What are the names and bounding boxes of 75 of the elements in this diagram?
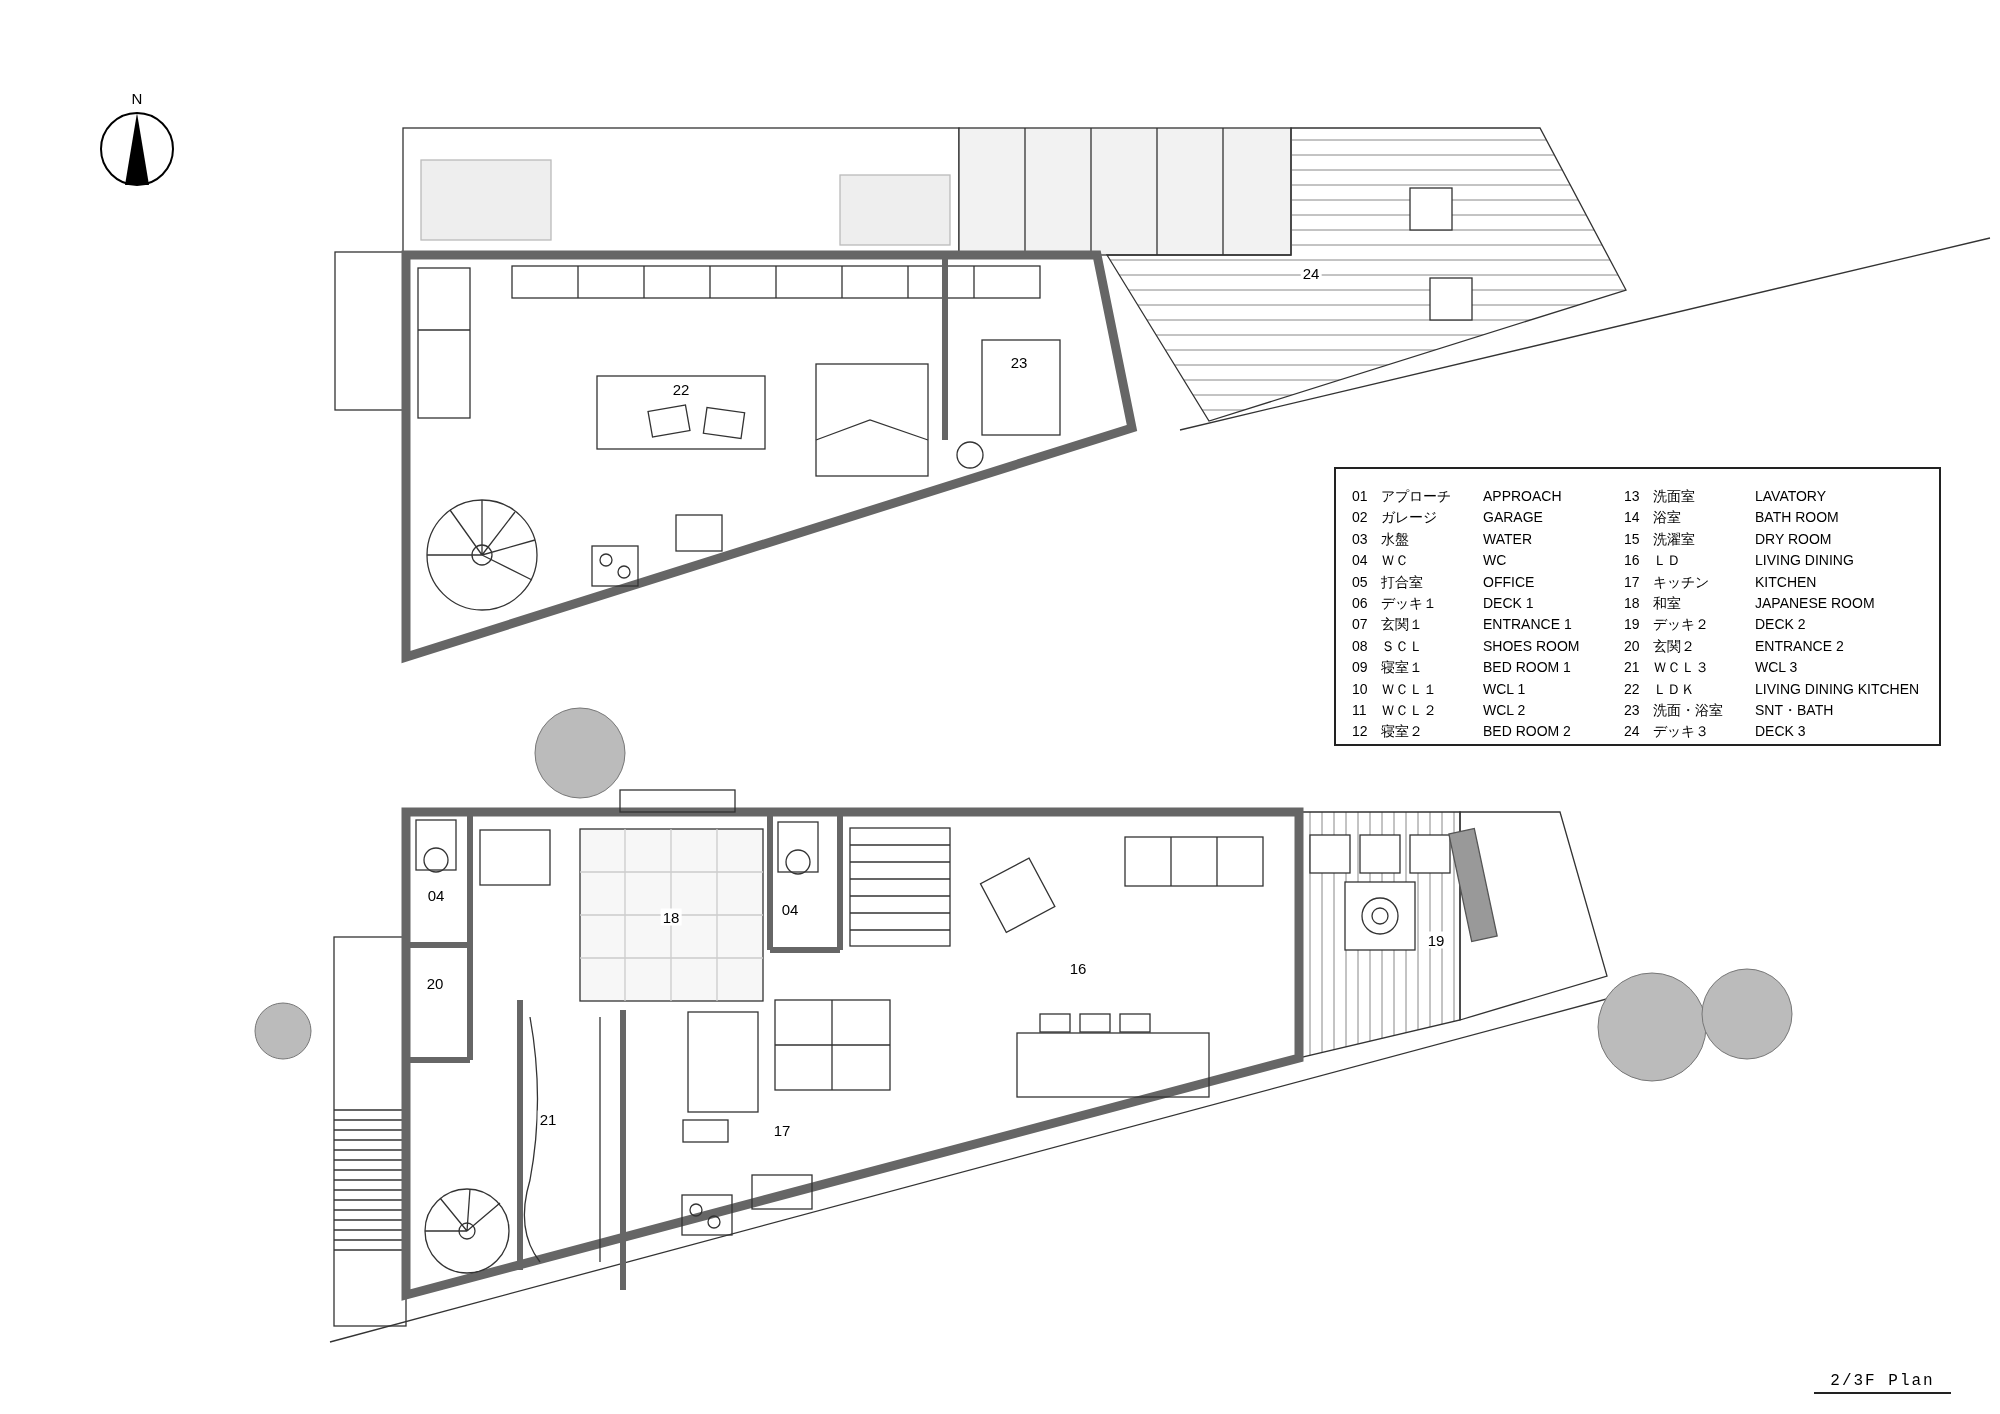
- room-code: 18: [1624, 594, 1640, 612]
- room-code: 21: [1624, 658, 1640, 677]
- room-name-japanese: デッキ１: [1381, 594, 1437, 612]
- room-name-english: ENTRANCE 1: [1483, 615, 1572, 634]
- room-name-japanese: ＬＤＫ: [1653, 679, 1695, 698]
- room-code: 02: [1352, 508, 1368, 527]
- room-code: 22: [1624, 679, 1640, 698]
- room-code: 05: [1352, 572, 1368, 591]
- room-code: 10: [1352, 679, 1368, 698]
- room-name-english: BATH ROOM: [1755, 508, 1839, 527]
- room-code: 19: [1624, 615, 1640, 634]
- room-name-english: GARAGE: [1483, 508, 1543, 527]
- room-name-english: OFFICE: [1483, 572, 1535, 591]
- room-name-japanese: 和室: [1653, 594, 1681, 612]
- room-code: 15: [1624, 529, 1640, 548]
- room-name-english: SNT・BATH: [1755, 701, 1834, 719]
- room-code: 01: [1352, 487, 1368, 505]
- room-name-english: LAVATORY: [1755, 487, 1827, 505]
- room-code: 14: [1624, 508, 1640, 527]
- room-name-english: BED ROOM 1: [1483, 658, 1571, 677]
- room-code: 08: [1352, 636, 1368, 655]
- room-name-english: WCL 3: [1755, 658, 1798, 677]
- room-code: 17: [1624, 572, 1640, 591]
- room-name-english: WATER: [1483, 529, 1532, 548]
- room-code: 13: [1624, 487, 1640, 505]
- room-name-japanese: 寝室１: [1381, 658, 1423, 677]
- room-name-english: DRY ROOM: [1755, 529, 1832, 548]
- room-name-japanese: アプローチ: [1381, 487, 1451, 505]
- room-number: 18: [660, 908, 682, 926]
- plan-title: 2/3F Plan: [1814, 1370, 1951, 1394]
- room-code: 11: [1352, 701, 1367, 719]
- room-code: 06: [1352, 594, 1368, 612]
- room-name-japanese: 玄関１: [1381, 615, 1423, 634]
- room-name-english: WCL 1: [1483, 679, 1526, 698]
- room-name-japanese: ＷＣＬ２: [1381, 701, 1437, 719]
- room-name-english: JAPANESE ROOM: [1755, 594, 1875, 612]
- room-name-japanese: ＷＣＬ１: [1381, 679, 1437, 698]
- room-name-english: WCL 2: [1483, 701, 1526, 719]
- room-name-japanese: ＷＣ: [1381, 551, 1409, 570]
- room-code: 16: [1624, 551, 1640, 570]
- room-name-japanese: 洗面・浴室: [1653, 701, 1723, 719]
- room-name-english: LIVING DINING KITCHEN: [1755, 679, 1920, 698]
- room-name-japanese: 玄関２: [1653, 636, 1695, 655]
- room-name-japanese: 水盤: [1381, 529, 1409, 548]
- room-code: 20: [1624, 636, 1640, 655]
- room-name-japanese: デッキ３: [1653, 722, 1709, 741]
- room-name-japanese: ガレージ: [1381, 508, 1437, 527]
- room-name-japanese: 寝室２: [1381, 722, 1423, 741]
- room-code: 03: [1352, 529, 1368, 548]
- room-code: 04: [1352, 551, 1368, 570]
- room-name-japanese: キッチン: [1653, 572, 1709, 591]
- room-name-english: SHOES ROOM: [1483, 636, 1580, 655]
- room-name-english: LIVING DINING: [1755, 551, 1854, 570]
- room-name-english: ENTRANCE 2: [1755, 636, 1844, 655]
- room-code: 07: [1352, 615, 1368, 634]
- room-name-japanese: ＬＤ: [1653, 551, 1681, 570]
- room-name-japanese: ＳＣＬ: [1381, 636, 1423, 655]
- room-name-japanese: 打合室: [1381, 572, 1423, 591]
- room-name-english: KITCHEN: [1755, 572, 1817, 591]
- room-code: 23: [1624, 701, 1640, 719]
- room-name-japanese: デッキ２: [1653, 615, 1709, 634]
- room-name-english: APPROACH: [1483, 487, 1562, 505]
- room-name-english: BED ROOM 2: [1483, 722, 1571, 741]
- room-name-english: DECK 1: [1483, 594, 1534, 612]
- room-name-english: DECK 3: [1755, 722, 1806, 741]
- room-code: 12: [1352, 722, 1368, 741]
- room-name-japanese: 浴室: [1653, 508, 1681, 527]
- room-code: 24: [1624, 722, 1640, 741]
- room-name-japanese: ＷＣＬ３: [1653, 658, 1709, 677]
- room-name-japanese: 洗面室: [1653, 487, 1695, 505]
- room-name-japanese: 洗濯室: [1653, 529, 1695, 548]
- room-name-english: DECK 2: [1755, 615, 1806, 634]
- room-number: 19: [1425, 931, 1447, 949]
- room-name-english: WC: [1483, 551, 1507, 570]
- room-code: 09: [1352, 658, 1368, 677]
